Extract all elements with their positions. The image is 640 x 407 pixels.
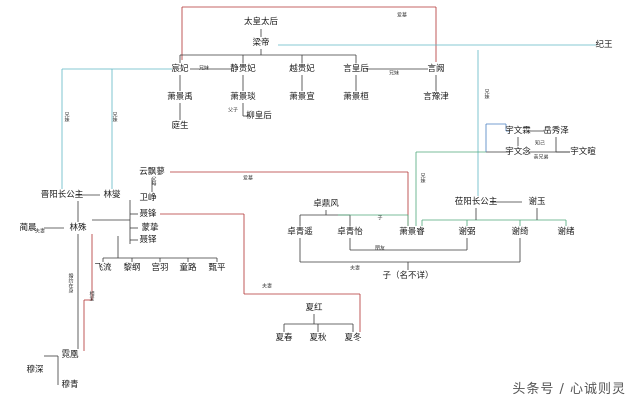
person-node-meng-zhi: 蒙挚 xyxy=(141,222,159,233)
person-node-tai-huang-tai-hou: 太皇太后 xyxy=(243,16,279,27)
person-node-tong-lu: 童路 xyxy=(179,262,197,273)
relation-label-xiong-mei: 兄妹 xyxy=(419,173,426,183)
relation-label-xiong-mei: 兄妹 xyxy=(388,70,400,77)
person-node-xiao-jing-xuan: 萧景宣 xyxy=(289,91,315,102)
relation-label-zhi-ji: 知己 xyxy=(534,140,546,147)
person-node-fei-liu: 飞流 xyxy=(94,262,112,273)
person-node-yan-huang-hou: 言皇后 xyxy=(343,63,369,74)
relation-label-xiong-mei: 兄妹 xyxy=(483,89,490,99)
person-node-xiao-jing-yu: 萧景禹 xyxy=(167,91,193,102)
relation-label-feng-yue: 相爱 xyxy=(88,291,95,301)
person-node-zhen-ping: 甄平 xyxy=(208,262,226,273)
relation-label-fu-zi: 父子 xyxy=(227,107,239,114)
watermark-text: 头条号 / 心诚则灵 xyxy=(512,382,626,397)
person-node-zhuo-qing-yao: 卓青遥 xyxy=(287,226,313,237)
person-node-ji-wang: 纪王 xyxy=(595,39,613,50)
person-node-gong-yu: 宫羽 xyxy=(151,262,169,273)
person-node-yuwen-nian: 宇文念 xyxy=(505,146,531,157)
person-node-xia-dong: 夏冬 xyxy=(344,332,362,343)
relation-label-xiong-mei: 兄妹 xyxy=(198,65,210,72)
person-node-liu-huang-hou: 柳皇后 xyxy=(246,110,272,121)
person-node-li-gang: 黎纲 xyxy=(123,262,141,273)
person-node-zi: 子（名不详） xyxy=(382,270,434,281)
person-node-xia-qiu: 夏秋 xyxy=(309,332,327,343)
person-node-yue-xiu-ze: 岳秀泽 xyxy=(543,125,569,136)
person-node-xia-chun: 夏春 xyxy=(275,332,293,343)
relation-label-ke-ban: 婚约在身 xyxy=(67,273,74,293)
person-node-liang-di: 梁帝 xyxy=(252,37,270,48)
person-node-xiao-jing-yan: 萧景琰 xyxy=(230,91,256,102)
person-node-jing-gui-fei: 静贵妃 xyxy=(230,63,256,74)
relation-label-xiong-mei: 兄妹 xyxy=(63,112,70,122)
person-node-lin-shu: 林殊 xyxy=(69,222,87,233)
person-node-ting-sheng: 庭生 xyxy=(171,120,189,131)
person-node-yan-yu-jin: 言豫津 xyxy=(423,91,449,102)
relation-label-xiong-mei: 兄妹 xyxy=(111,112,118,122)
person-node-xie-bi: 谢弼 xyxy=(458,226,476,237)
person-node-xie-xu: 谢绪 xyxy=(557,226,575,237)
person-node-xia-hong: 夏红 xyxy=(305,302,323,313)
person-node-wei-zheng: 卫峥 xyxy=(139,192,157,203)
relation-label-shi-xiong-di: 亲兄弟 xyxy=(533,154,549,161)
relation-label-fu-mu: 父母 xyxy=(150,176,157,186)
person-node-jin-yang: 晋阳长公主 xyxy=(40,189,84,200)
person-node-lin-xie: 林燮 xyxy=(103,189,121,200)
person-node-li-yang: 莅阳长公主 xyxy=(454,196,498,207)
person-node-nie-duo: 聂铎 xyxy=(139,234,157,245)
person-node-chen-fei: 宸妃 xyxy=(171,63,189,74)
person-node-yan-que: 言阙 xyxy=(427,63,445,74)
person-node-xie-qi: 谢绮 xyxy=(511,226,529,237)
person-node-mu-qing: 霓凰 xyxy=(61,349,79,360)
person-node-zhuo-qing-yi: 卓青怡 xyxy=(337,226,363,237)
person-node-mu-qing2: 穆青 xyxy=(61,379,79,390)
person-node-yue-gui-fei: 越贵妃 xyxy=(289,63,315,74)
person-node-yuwen-lin: 宇文霖 xyxy=(505,125,531,136)
person-node-yun-piao-liao: 云飘蓼 xyxy=(139,166,165,177)
relation-label-ai-mu: 爱慕 xyxy=(242,175,254,182)
relation-label-zi-label: 子 xyxy=(377,215,383,222)
person-node-yuwen-xuan: 宇文暄 xyxy=(570,146,596,157)
person-node-xiao-jing-huan: 萧景桓 xyxy=(343,91,369,102)
person-node-xiao-jing-rui: 萧景睿 xyxy=(399,226,425,237)
relation-label-fu-qi: 夫妻 xyxy=(34,228,46,235)
person-node-nie-feng: 聂锋 xyxy=(139,208,157,219)
relation-label-fu-qi: 夫妻 xyxy=(261,283,273,290)
relation-label-ji-yi: 朋友 xyxy=(374,245,386,252)
person-node-zhuo-ding-feng: 卓鼎风 xyxy=(313,198,339,209)
person-node-xie-yu: 谢玉 xyxy=(528,196,546,207)
relation-label-fu-qi: 夫妻 xyxy=(349,265,361,272)
person-node-mu-shen: 穆深 xyxy=(26,364,44,375)
person-node-li-chen: 蔺晨 xyxy=(19,222,37,233)
relation-label-ai-mu: 爱慕 xyxy=(396,12,408,19)
